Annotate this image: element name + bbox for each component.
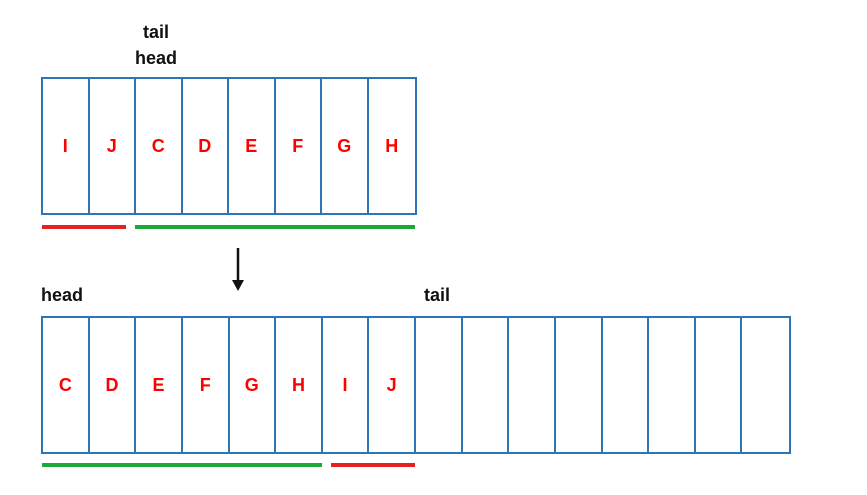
bottom-cell-11 <box>556 318 603 452</box>
bottom-cell-14 <box>696 318 743 452</box>
bottom-cell-12 <box>603 318 650 452</box>
bottom-cell-8 <box>416 318 463 452</box>
top-cell-0: I <box>43 79 90 213</box>
top-cell-1: J <box>90 79 136 213</box>
bottom-cell-3: F <box>183 318 230 452</box>
top-main-segment-underline <box>135 225 415 229</box>
bottom-cell-9 <box>463 318 510 452</box>
top-cell-7: H <box>385 135 399 156</box>
top-tail-label: tail <box>143 22 170 42</box>
bottom-cell-7: J <box>369 318 416 452</box>
bottom-main-segment-underline <box>42 463 322 467</box>
top-cell-5: F <box>276 79 322 213</box>
bottom-cell-15 <box>742 318 789 452</box>
top-cell-6: G <box>322 79 369 213</box>
bottom-cell-4: G <box>230 318 277 452</box>
top-cell-3: D <box>183 79 229 213</box>
bottom-cell-0: C <box>43 318 90 452</box>
bottom-cell-5: H <box>276 318 323 452</box>
bottom-cell-6: I <box>323 318 370 452</box>
down-arrow-icon <box>232 248 244 291</box>
bottom-wrapped-segment-underline <box>331 463 415 467</box>
bottom-tail-label: tail <box>424 285 451 305</box>
bottom-cell-10 <box>509 318 556 452</box>
top-head-label: head <box>135 48 178 68</box>
top-wrapped-segment-underline <box>42 225 126 229</box>
bottom-head-label: head <box>41 285 84 305</box>
bottom-cell-13 <box>649 318 696 452</box>
bottom-cell-2: E <box>136 318 183 452</box>
bottom-cell-1: D <box>90 318 137 452</box>
top-cell-4: E <box>229 79 276 213</box>
top-cell-2: C <box>136 79 183 213</box>
